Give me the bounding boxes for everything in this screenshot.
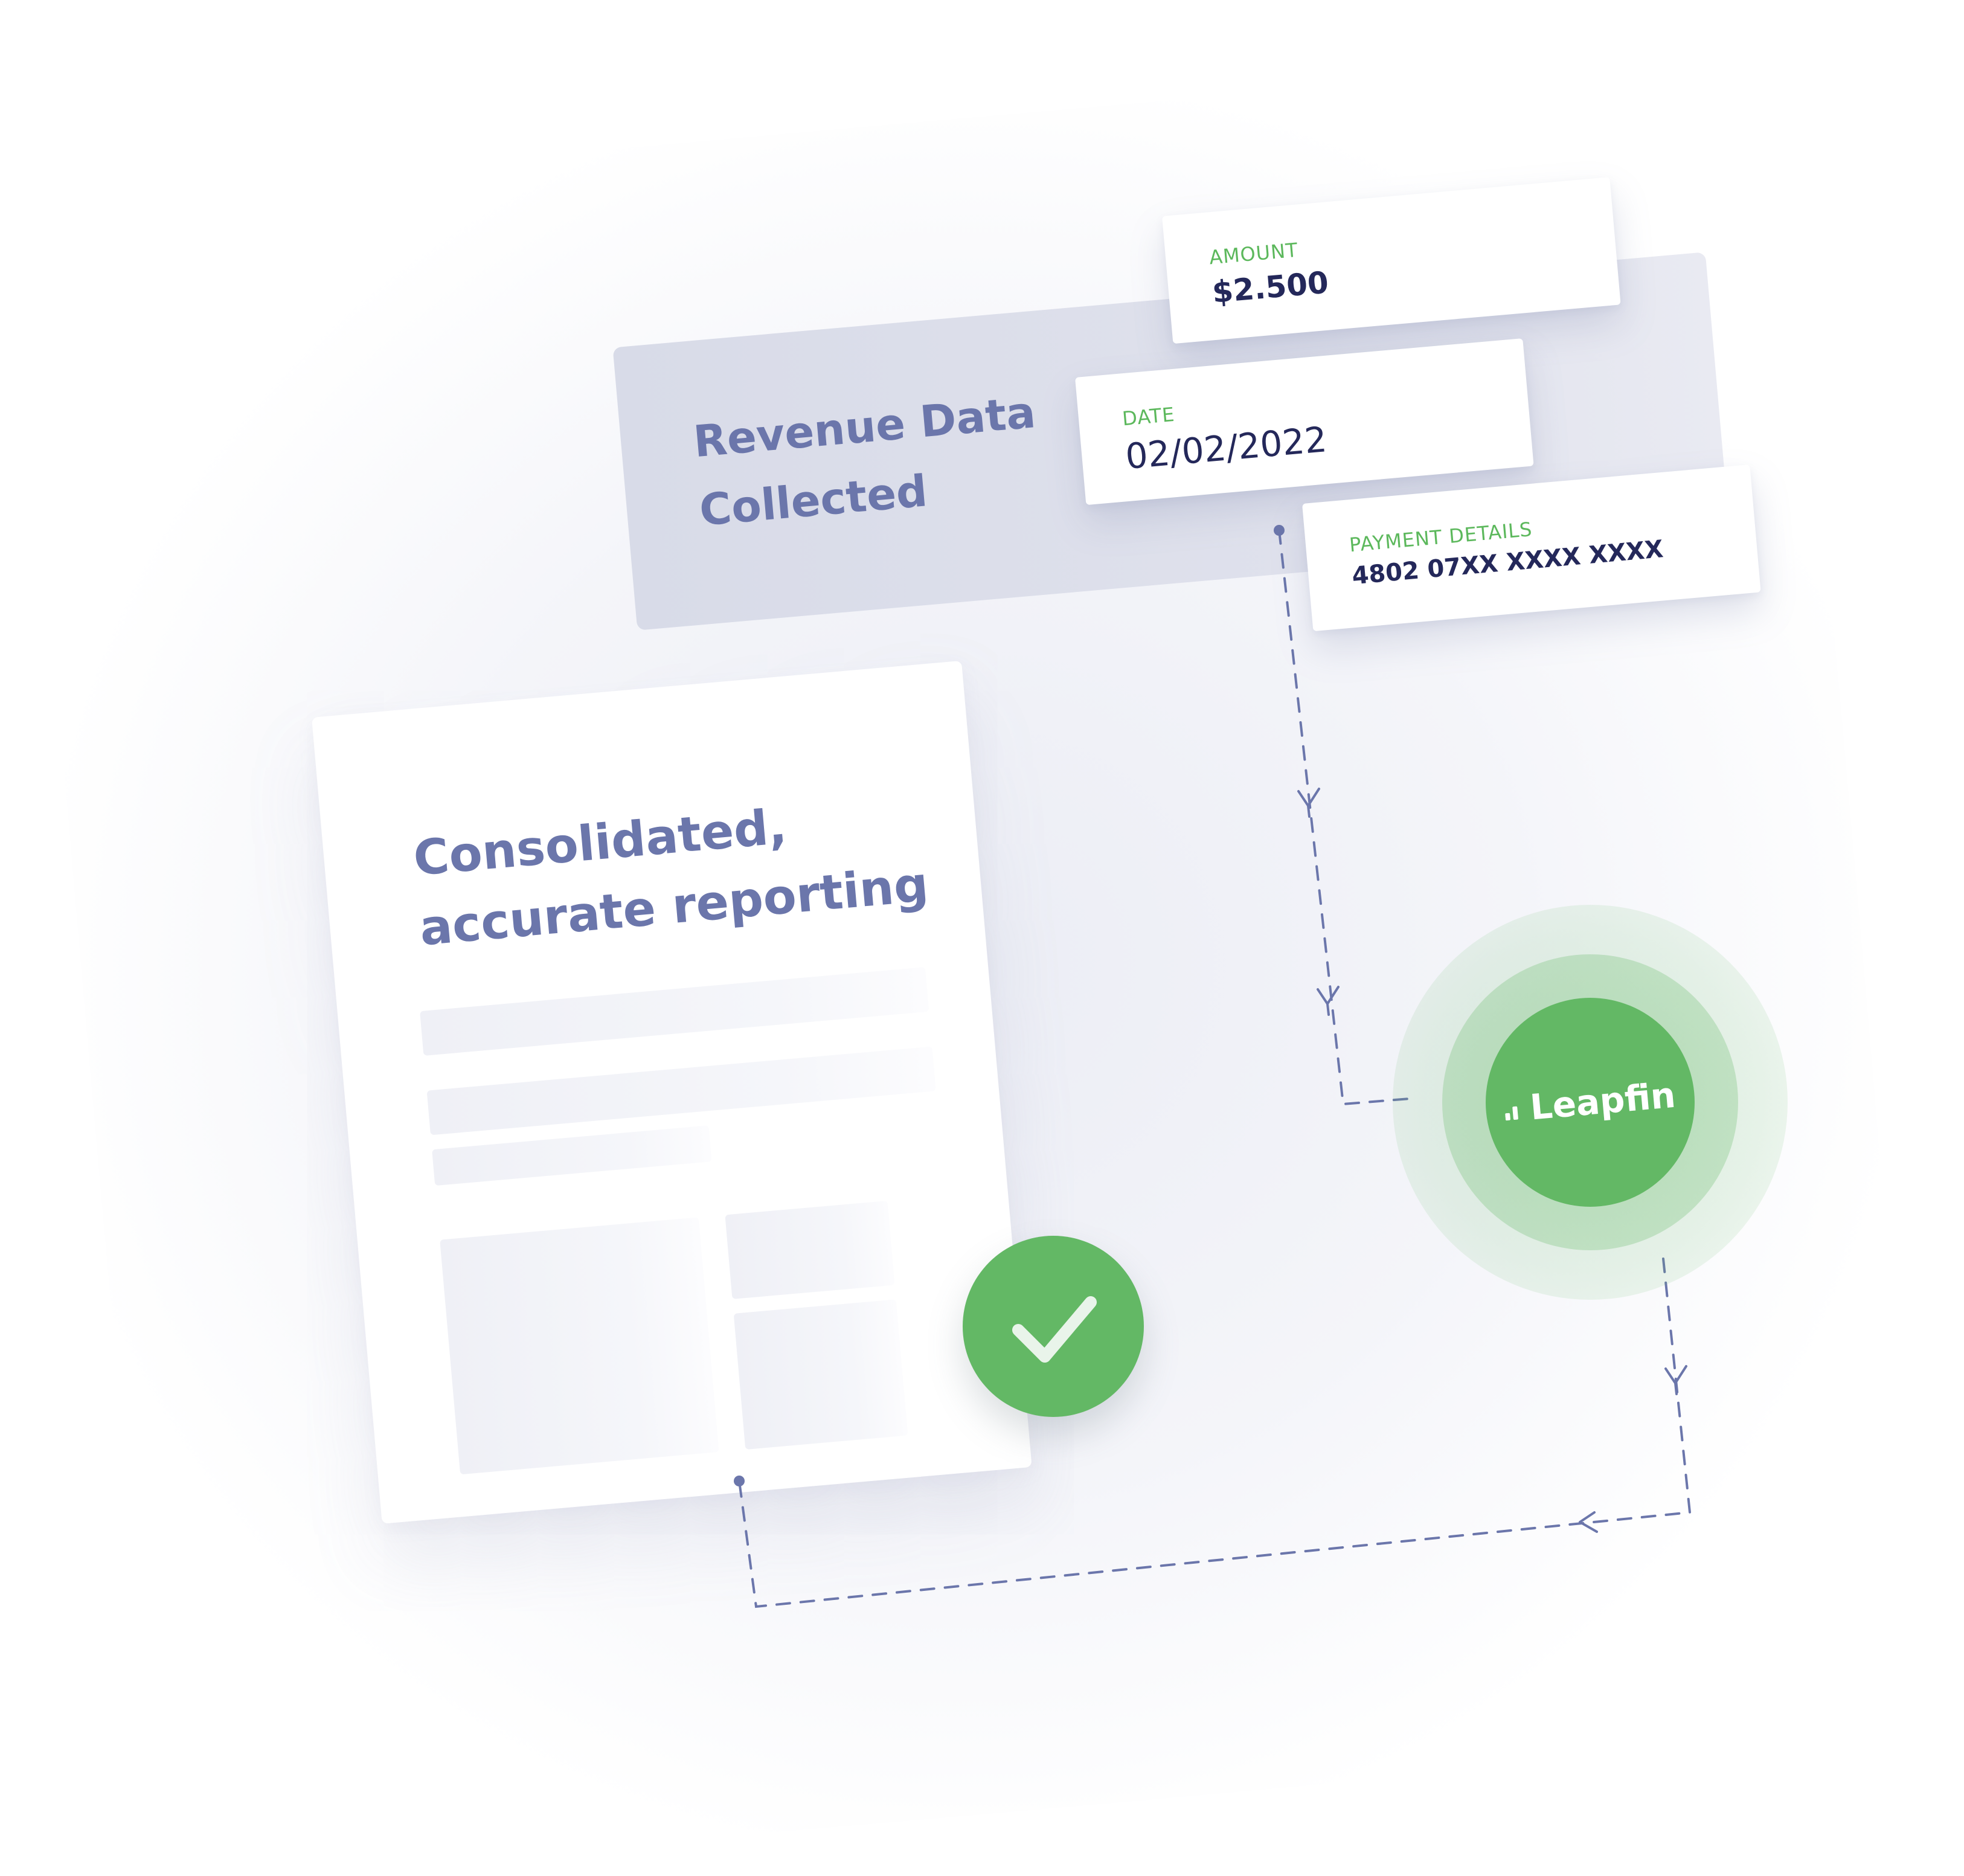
leapfin-wordmark: Leapfin — [1528, 1074, 1678, 1128]
arrow-down-icon — [1317, 986, 1340, 1016]
amount-value: $2.500 — [1210, 265, 1330, 310]
success-badge — [963, 1236, 1144, 1417]
date-label: DATE — [1121, 402, 1176, 431]
connector-fields-to-leapfin — [1278, 529, 1418, 1106]
checkmark-icon — [1012, 1296, 1097, 1363]
arrow-down-icon — [1297, 788, 1320, 818]
connector-dot — [1274, 525, 1285, 536]
connector-dot — [734, 1476, 745, 1486]
leapfin-logo-circle: Leapfin — [1486, 998, 1695, 1207]
arrow-left-icon — [1579, 1511, 1598, 1533]
bars-logo-icon — [1505, 1106, 1519, 1121]
amount-label: AMOUNT — [1208, 238, 1299, 269]
arrow-down-icon — [1664, 1365, 1687, 1395]
leapfin-logo: Leapfin — [1477, 989, 1704, 1216]
connector-leapfin-to-report — [738, 1258, 1692, 1608]
